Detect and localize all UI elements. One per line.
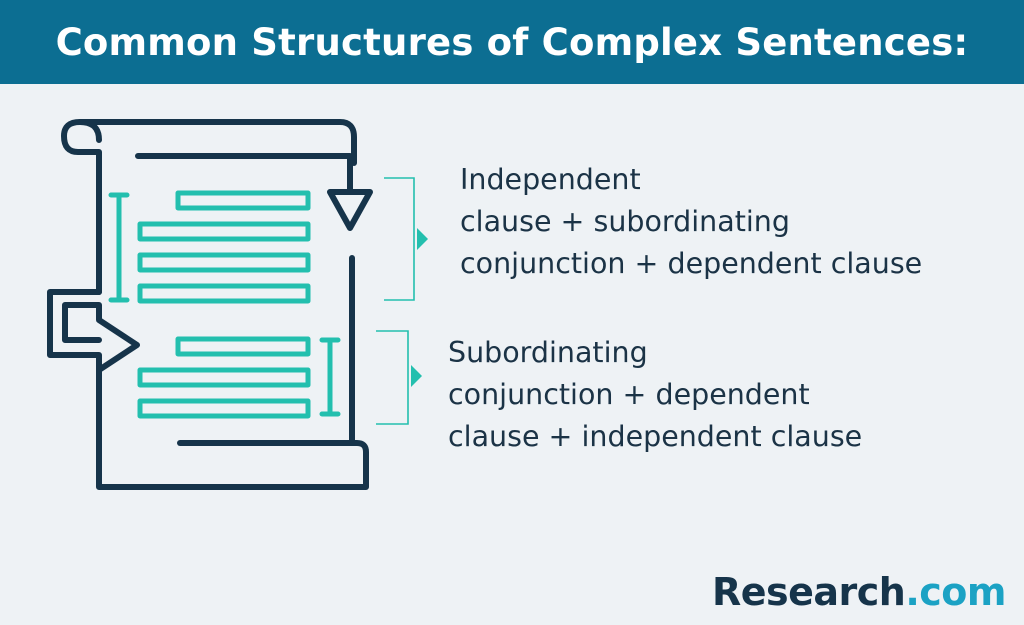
text-line-bar — [137, 367, 311, 388]
bracket-2 — [376, 330, 409, 425]
arrow-down-icon — [135, 153, 373, 231]
structure-line: conjunction + dependent clause — [460, 247, 923, 280]
marker-bar — [319, 337, 341, 417]
text-line-bar — [175, 190, 311, 211]
text-line-bar — [175, 336, 311, 357]
structure-description-2: Subordinating conjunction + dependent cl… — [448, 332, 862, 458]
arrow-right-icon — [47, 289, 140, 373]
text-line-bar — [137, 283, 311, 304]
page-title: Common Structures of Complex Sentences: — [55, 20, 969, 64]
scroll-outline-top — [61, 119, 357, 295]
bracket-pointer — [411, 365, 422, 387]
marker-bar — [108, 192, 130, 303]
bracket-1 — [384, 177, 415, 301]
scroll-outline-bottom — [96, 255, 369, 490]
structure-line: clause + independent clause — [448, 420, 863, 453]
brand-name: Research — [711, 570, 906, 614]
text-line-bar — [137, 398, 311, 419]
structure-line: Subordinating — [448, 336, 648, 369]
text-line-bar — [137, 252, 311, 273]
bracket-pointer — [417, 228, 428, 250]
title-banner: Common Structures of Complex Sentences: — [0, 0, 1024, 84]
brand-suffix: .com — [905, 570, 1006, 614]
scroll-curl — [77, 119, 102, 143]
structure-line: Independent — [460, 163, 641, 196]
structure-description-1: Independent clause + subordinating conju… — [460, 159, 922, 285]
text-line-bar — [137, 221, 311, 242]
structure-line: conjunction + dependent — [448, 378, 810, 411]
brand-logo: Research.com — [711, 570, 1007, 614]
structure-line: clause + subordinating — [460, 205, 790, 238]
